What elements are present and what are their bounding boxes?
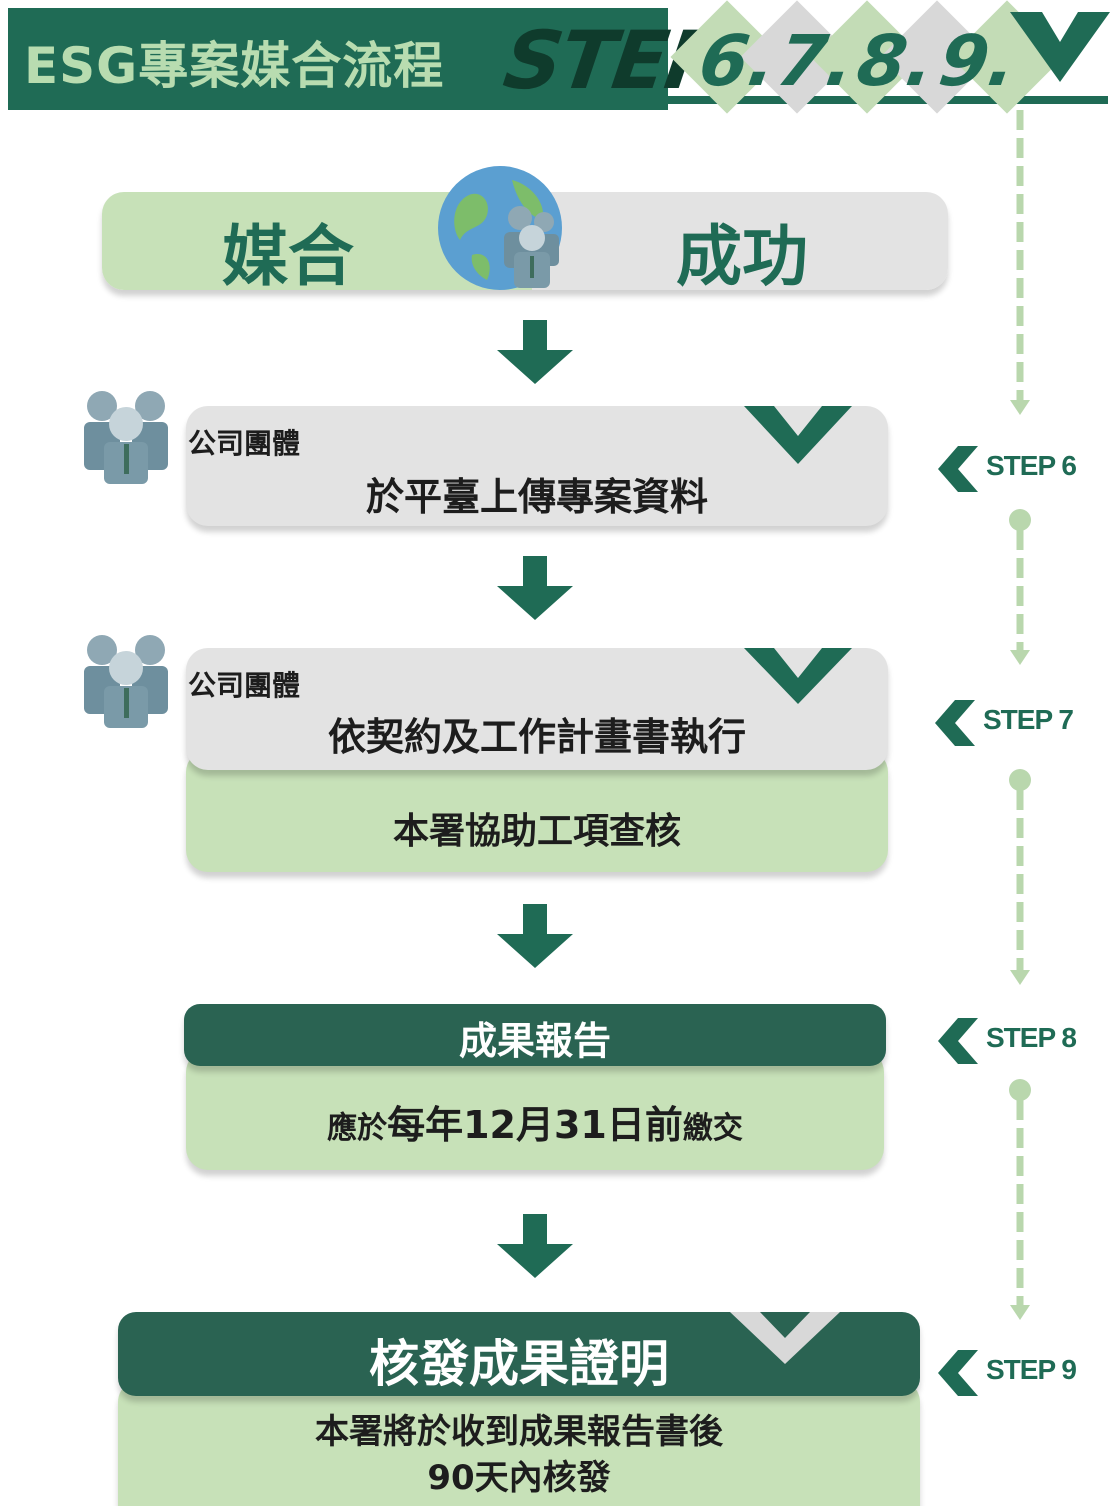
down-arrow-icon [497,1214,573,1278]
chevron-down-icon [730,1312,840,1364]
step-number-9: 9. [934,20,1022,102]
chevron-down-icon [744,648,852,704]
step7-sub-box [186,750,888,872]
step7-text: 依契約及工作計畫書執行 [327,715,746,759]
down-arrow-icon [497,320,573,384]
step9-sub-box [118,1380,920,1506]
down-arrow-icon [497,556,573,620]
actor-label: 公司團體 [188,669,301,702]
chevron-down-icon [1010,12,1110,82]
chevron-left-icon [938,446,978,492]
step8-title-box [184,1004,886,1066]
chevron-left-icon [938,1018,978,1064]
page-title: ESG專案媒合流程 [24,37,445,95]
header-banner [8,8,668,110]
step8-sub-text: 應於每年12月31日前繳交 [327,1103,743,1147]
chevron-left-icon [938,1350,978,1396]
match-label: 媒合 [222,218,354,295]
step8-title: 成果報告 [458,1019,611,1063]
step-number-6: 6. [694,20,782,102]
actor-label: 公司團體 [188,427,301,460]
people-group-icon [84,391,168,484]
globe-people-icon [438,166,562,290]
down-arrow-icon [497,904,573,968]
step6-text: 於平臺上傳專案資料 [365,475,708,519]
step7-sub-text: 本署協助工項查核 [392,811,681,852]
success-label: 成功 [676,218,808,295]
people-group-icon [84,635,168,728]
chevron-down-icon [744,406,852,464]
timeline-connector [1009,110,1031,1320]
step9-sub-line2: 90天內核發 [427,1458,611,1498]
step9-title: 核發成果證明 [369,1335,669,1393]
step-number-7: 7. [772,20,860,102]
step-number-8: 8. [852,20,940,102]
chevron-left-icon [935,700,975,746]
step8-sub-box [186,1050,884,1170]
step9-sub-line1: 本署將於收到成果報告書後 [315,1412,723,1452]
